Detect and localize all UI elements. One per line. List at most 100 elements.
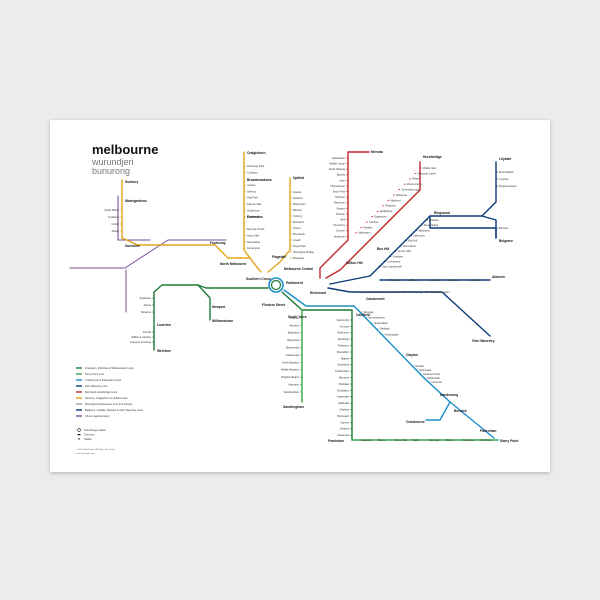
station-label[interactable]: Thornbury [333,223,346,227]
station-label[interactable]: Eaglemont [374,215,387,219]
station-label[interactable]: Huntingdale [385,332,399,336]
station-label[interactable]: Gardiner [392,290,402,294]
station-label[interactable]: Brunswick [293,232,306,236]
station-label[interactable]: Burwood [449,278,460,282]
station-label[interactable]: Hughesdale [374,321,388,325]
station-label[interactable]: Elsternwick [286,346,300,350]
station-broadmeadows[interactable]: Broadmeadows [247,178,272,182]
station-label[interactable]: Chelsea [339,408,349,412]
station-camberwell[interactable]: Camberwell [366,297,385,301]
station-label[interactable]: Ringwood East [499,184,517,188]
station-label[interactable]: Alphington [358,231,371,235]
station-label[interactable]: Hoppers Crossing [130,340,151,344]
station-hurstbridge[interactable]: Hurstbridge [423,155,442,159]
station-label[interactable]: Fawkner [293,196,303,200]
station-sunbury[interactable]: Sunbury [125,180,139,184]
station-label[interactable]: Aircraft [143,330,151,334]
station-label[interactable]: Middle Brighton [281,368,300,372]
station-label[interactable]: Coburg [293,214,302,218]
station-label[interactable]: Ascot Vale [247,234,260,238]
station-label[interactable]: Merlynston [293,202,306,206]
station-south-yarra[interactable]: South Yarra [288,315,307,319]
station-label[interactable]: Macaulay [293,256,305,260]
station-label[interactable]: Regent [337,206,346,210]
station-stony-point[interactable]: Stony Point [500,439,519,443]
station-label[interactable]: Willison [409,278,418,282]
station-label[interactable]: Kooyong [370,290,381,294]
station-clayton[interactable]: Clayton [406,353,418,357]
station-label[interactable]: East Camberwell [382,265,402,269]
station-label[interactable]: Keilor Plains [105,208,120,212]
station-label[interactable]: Westall [415,364,424,368]
station-label[interactable]: Bell [341,218,346,222]
station-label[interactable]: Springvale [419,368,432,372]
station-label[interactable]: Ormond [340,324,350,328]
station-label[interactable]: Hastings [429,438,440,442]
station-cranbourne[interactable]: Cranbourne [406,420,425,424]
station-ringwood[interactable]: Ringwood [434,211,450,215]
station-label[interactable]: Wattle Glen [423,166,437,170]
station-box-hill[interactable]: Box Hill [377,247,389,251]
station-label[interactable]: Carrum [340,420,349,424]
station-label[interactable]: Ruthven [335,195,345,199]
station-flinders-street[interactable]: Flinders Street [262,303,286,307]
station-pakenham[interactable]: Pakenham [480,429,497,433]
station-label[interactable]: Bentleigh [338,337,349,341]
station-label[interactable]: Somerville [395,438,408,442]
station-label[interactable]: Kananook [337,433,349,437]
station-label[interactable]: Highett [341,356,349,360]
station-label[interactable]: Diamond Creek [418,171,437,175]
station-label[interactable]: Moreland [293,220,304,224]
station-label[interactable]: Parkdale [339,382,350,386]
station-craigieburn[interactable]: Craigieburn [247,151,266,155]
station-label[interactable]: Heidelberg [380,209,393,213]
station-label[interactable]: Croxton [336,229,346,233]
station-label[interactable]: Surrey Hills [398,249,412,253]
station-sunshine[interactable]: Sunshine [125,244,140,248]
station-label[interactable]: Prahran [290,316,300,320]
station-label[interactable]: Heyington [359,290,371,294]
station-label[interactable]: Glenhuntly [337,318,350,322]
station-label[interactable]: Anstey [293,226,302,230]
station-flagstaff[interactable]: Flagstaff [272,255,287,259]
station-label[interactable]: Flemington Bridge [293,250,315,254]
station-label[interactable]: Holmesglen [436,290,450,294]
station-label[interactable]: Northcote [334,234,346,238]
station-label[interactable]: Middle Gorge [329,162,345,166]
station-label[interactable]: Murrumbeena [368,316,385,320]
station-label[interactable]: St Albans [108,215,120,219]
station-label[interactable]: Batman [293,208,302,212]
station-label[interactable]: Epping [337,173,346,177]
station-dandenong[interactable]: Dandenong [440,393,458,397]
station-label[interactable]: Baxter [378,438,386,442]
station-label[interactable]: Cheltenham [335,369,349,373]
station-label[interactable]: Glen Iris [403,290,413,294]
station-label[interactable]: Jacana [247,183,256,187]
station-label[interactable]: Croydon [499,177,509,181]
station-label[interactable]: Mitcham [429,218,439,222]
station-caulfield[interactable]: Caulfield [356,313,370,317]
station-parliament[interactable]: Parliament [286,281,304,285]
station-label[interactable]: Hartwell [429,278,439,282]
station-laverton[interactable]: Laverton [157,323,171,327]
station-label[interactable]: Laburnum [413,234,425,238]
station-williamstown[interactable]: Williamstown [212,319,233,323]
station-upfield[interactable]: Upfield [293,176,304,180]
station-label[interactable]: Darling [414,290,423,294]
station-north-melbourne[interactable]: North Melbourne [220,262,247,266]
station-label[interactable]: Sandown Park [423,372,441,376]
station-label[interactable]: Mentone [339,376,350,380]
station-alamein[interactable]: Alamein [492,275,505,279]
station-belgrave[interactable]: Belgrave [499,239,513,243]
station-label[interactable]: Leawarra [361,438,372,442]
station-label[interactable]: Preston [336,212,345,216]
station-glen-waverley[interactable]: Glen Waverley [472,339,495,343]
station-label[interactable]: Gardenvale [286,353,300,357]
station-mernda[interactable]: Mernda [371,150,383,154]
station-label[interactable]: Altona [144,303,152,307]
station-label[interactable]: Macleod [391,198,401,202]
station-label[interactable]: Patterson [338,344,350,348]
station-watergardens[interactable]: Watergardens [125,199,147,203]
station-label[interactable]: South Morang [329,167,346,171]
station-label[interactable]: Coolaroo [247,171,258,175]
